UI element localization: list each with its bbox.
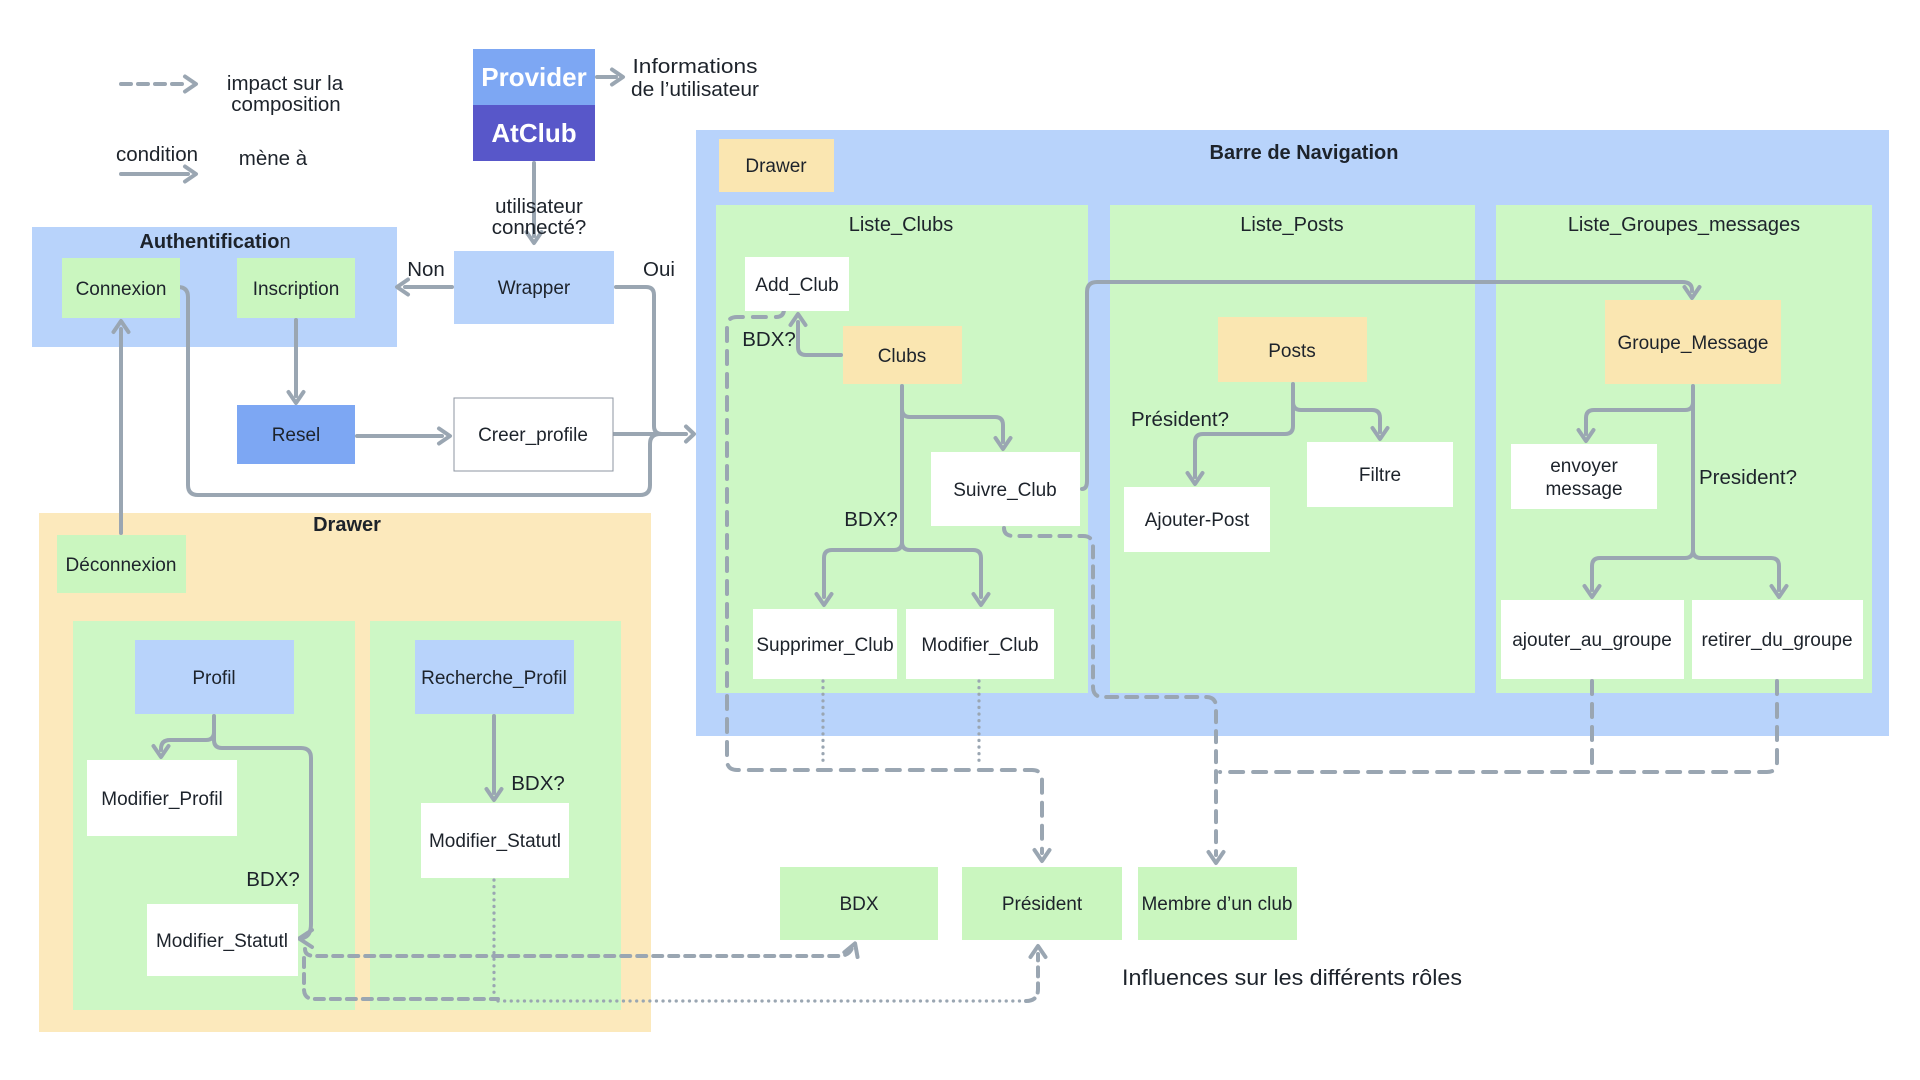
svg-text:Resel: Resel [272,425,321,446]
svg-text:Membre d’un club: Membre d’un club [1141,894,1292,915]
svg-text:Groupe_Message: Groupe_Message [1617,333,1768,354]
svg-text:Wrapper: Wrapper [498,278,571,299]
svg-text:Supprimer_Club: Supprimer_Club [756,635,893,656]
svg-text:impact sur la: impact sur la [227,72,344,95]
svg-text:Liste_Groupes_messages: Liste_Groupes_messages [1568,214,1800,236]
svg-text:Profil: Profil [192,668,235,689]
svg-text:Oui: Oui [643,258,675,281]
svg-text:Add_Club: Add_Club [755,275,838,296]
svg-text:Drawer: Drawer [745,156,807,177]
svg-text:Posts: Posts [1268,341,1316,362]
svg-text:Suivre_Club: Suivre_Club [953,480,1057,501]
svg-text:Ajouter-Post: Ajouter-Post [1145,510,1250,531]
svg-text:BDX?: BDX? [511,772,565,795]
svg-text:mène à: mène à [239,147,308,170]
svg-text:Drawer: Drawer [313,514,381,536]
svg-text:ajouter_au_groupe: ajouter_au_groupe [1512,630,1672,651]
svg-text:Influences sur les différents: Influences sur les différents rôles [1122,965,1462,990]
svg-text:Président?: Président? [1131,408,1229,431]
svg-text:condition: condition [116,143,198,166]
svg-text:BDX: BDX [839,894,878,915]
svg-text:BDX?: BDX? [246,868,300,891]
svg-text:President?: President? [1699,466,1797,489]
svg-text:Déconnexion: Déconnexion [66,555,177,576]
svg-text:Liste_Posts: Liste_Posts [1240,214,1343,236]
svg-text:Modifier_Club: Modifier_Club [921,635,1038,656]
svg-text:Modifier_Profil: Modifier_Profil [101,789,222,810]
svg-text:BDX?: BDX? [844,508,898,531]
svg-text:Provider: Provider [481,62,587,92]
svg-text:Président: Président [1002,894,1083,915]
svg-text:Liste_Clubs: Liste_Clubs [849,214,954,236]
svg-text:Modifier_Statutl: Modifier_Statutl [156,931,288,952]
svg-text:connecté?: connecté? [492,216,587,239]
svg-text:Inscription: Inscription [253,279,340,300]
svg-text:utilisateur: utilisateur [495,195,583,218]
svg-text:Authentification: Authentification [139,231,290,253]
svg-text:Creer_profile: Creer_profile [478,425,588,446]
svg-text:Barre de Navigation: Barre de Navigation [1210,142,1399,164]
svg-text:Informations: Informations [633,55,758,78]
svg-text:message: message [1545,479,1622,500]
svg-text:BDX?: BDX? [742,328,796,351]
svg-text:Filtre: Filtre [1359,465,1401,486]
svg-text:de l’utilisateur: de l’utilisateur [631,78,759,101]
svg-text:composition: composition [231,93,340,116]
svg-text:retirer_du_groupe: retirer_du_groupe [1701,630,1852,651]
svg-text:envoyer: envoyer [1550,456,1618,477]
svg-text:Non: Non [407,258,445,281]
svg-text:Recherche_Profil: Recherche_Profil [421,668,567,689]
svg-text:AtClub: AtClub [491,118,576,148]
svg-text:Clubs: Clubs [878,346,927,367]
svg-text:Connexion: Connexion [76,279,167,300]
svg-text:Modifier_Statutl: Modifier_Statutl [429,831,561,852]
